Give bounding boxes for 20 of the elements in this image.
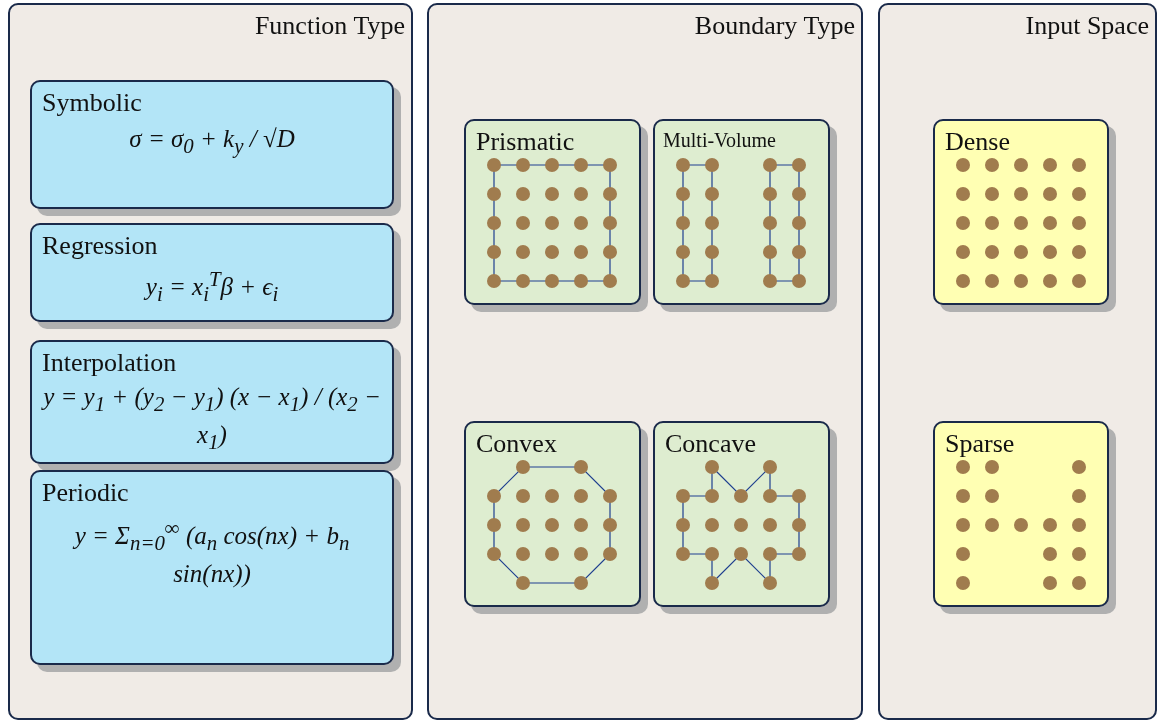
card-heading: Periodic [42, 478, 129, 508]
panel-title: Boundary Type [694, 11, 855, 41]
panel-title: Function Type [254, 11, 405, 41]
category-panel [878, 3, 1157, 720]
card-heading: Concave [665, 429, 756, 459]
formula: y$_{i}$ = x$_{i}$$^{T}$β + ϵ$_{i}$ [142, 266, 280, 309]
formula: y = Σ$_{n=0}$$^{∞}$ (a$_{n}$ cos(nx) + b$_{n}$ sin(nx)) [71, 515, 351, 590]
card-heading: Regression [42, 231, 158, 261]
formula: σ = σ$_{0}$ + k$_{y}$ / √D [128, 124, 296, 160]
card-heading: Sparse [945, 429, 1015, 459]
card-heading: Convex [476, 429, 557, 459]
card-heading: Symbolic [42, 88, 142, 118]
category-panel [8, 3, 413, 720]
panel-title: Input Space [1025, 11, 1149, 41]
card-heading: Prismatic [476, 127, 575, 157]
card-heading: Multi-Volume [663, 129, 776, 152]
formula: y = y$_{1}$ + (y$_{2}$ − y$_{1}$) (x − x$_{1}$) / (x$_{2}$ − x$_{1}$) [40, 382, 382, 457]
card-heading: Interpolation [42, 348, 177, 378]
category-panel [427, 3, 863, 720]
card-heading: Dense [945, 127, 1010, 157]
